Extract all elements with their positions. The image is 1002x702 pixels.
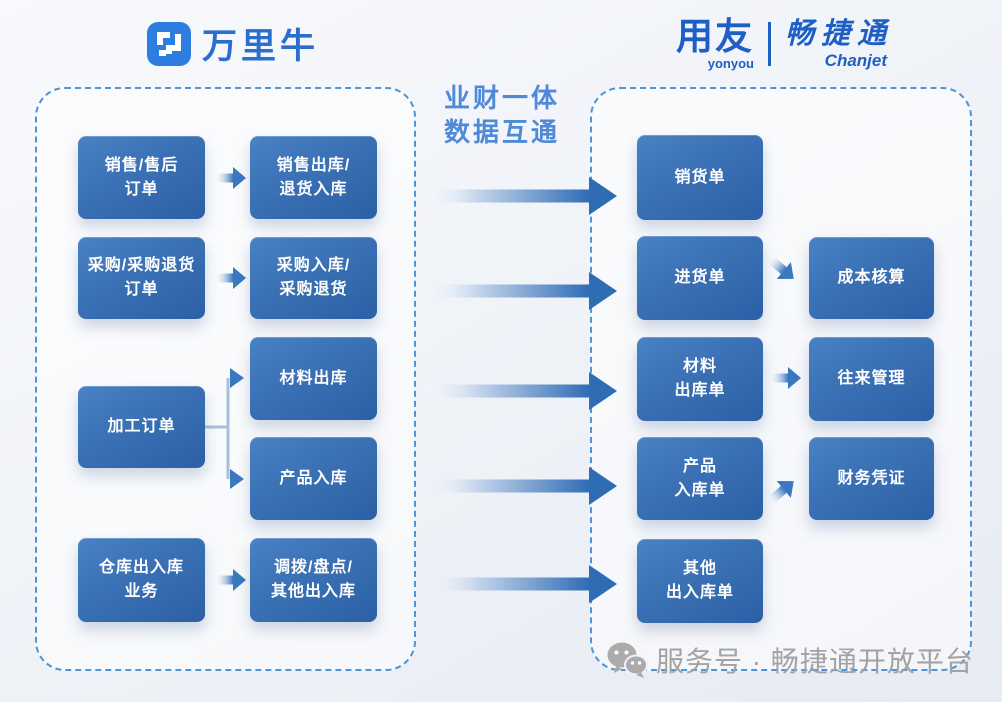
node-sales-invoice: 销货单 [637, 135, 763, 220]
center-heading: 业财一体 数据互通 [436, 82, 568, 150]
heading-line2: 数据互通 [443, 116, 560, 147]
arrow-product-to-product-doc [418, 467, 617, 505]
chanjet-logo-cn: 畅捷通 [785, 17, 894, 50]
watermark: 服务号 · 畅捷通开放平台 [606, 640, 974, 680]
yonyou-logo: 用友 yonyou [676, 18, 754, 70]
watermark-text: 服务号 · 畅捷通开放平台 [656, 646, 974, 677]
chanjet-logo: 畅捷通 Chanjet [785, 17, 894, 70]
node-material-outbound: 材料出库 [250, 337, 377, 420]
arrow-sales-to-sales-invoice [418, 177, 617, 215]
yonyou-logo-en: yonyou [707, 56, 754, 71]
node-purchase-invoice: 进货单 [637, 236, 763, 320]
node-other-doc: 其他 出入库单 [637, 539, 763, 623]
yonyou-chanjet-logo: 用友 yonyou 畅捷通 Chanjet [676, 18, 893, 70]
wanliniu-logo: 万里牛 [146, 18, 319, 69]
node-product-inbound-doc: 产品 入库单 [637, 437, 763, 520]
node-processing-order: 加工订单 [78, 386, 205, 468]
node-cost-accounting: 成本核算 [809, 237, 934, 319]
node-sales-order: 销售/售后 订单 [78, 136, 205, 219]
wanliniu-logo-icon [147, 21, 191, 66]
node-sales-outbound: 销售出库/ 退货入库 [250, 136, 377, 219]
node-purchase-inbound: 采购入库/ 采购退货 [250, 237, 377, 319]
logo-divider [768, 22, 771, 66]
heading-line1: 业财一体 [443, 83, 560, 113]
node-warehouse-ops: 仓库出入库 业务 [78, 538, 205, 622]
arrow-purchase-to-purchase-invoice [418, 272, 617, 310]
node-product-inbound: 产品入库 [250, 437, 377, 520]
node-current-management: 往来管理 [809, 337, 934, 421]
node-material-outbound-doc: 材料 出库单 [637, 337, 763, 421]
chanjet-logo-en: Chanjet [824, 50, 888, 70]
yonyou-logo-cn: 用友 [676, 16, 754, 57]
wanliniu-logo-text: 万里牛 [202, 27, 320, 66]
node-financial-voucher: 财务凭证 [809, 437, 934, 520]
node-transfer-check: 调拨/盘点/ 其他出入库 [250, 538, 377, 622]
arrow-transfer-to-other-doc [418, 565, 617, 603]
wechat-icon [607, 642, 648, 678]
arrow-material-to-material-doc [418, 372, 617, 410]
node-purchase-order: 采购/采购退货 订单 [78, 237, 205, 319]
